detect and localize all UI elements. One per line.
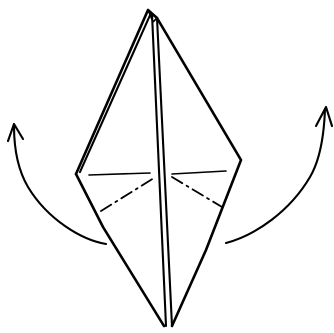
- right-horizontal-crease: [172, 171, 226, 174]
- right-arrow-shaft: [226, 109, 325, 243]
- left-horizontal-crease: [89, 173, 150, 175]
- kite-outline-bottom-left: [76, 174, 164, 326]
- right-curved-arrow: [226, 107, 332, 243]
- left-arrow-head: [8, 124, 23, 141]
- left-inner-flap-edge: [80, 13, 151, 172]
- right-valley-fold: [172, 177, 222, 207]
- left-valley-fold: [101, 178, 154, 211]
